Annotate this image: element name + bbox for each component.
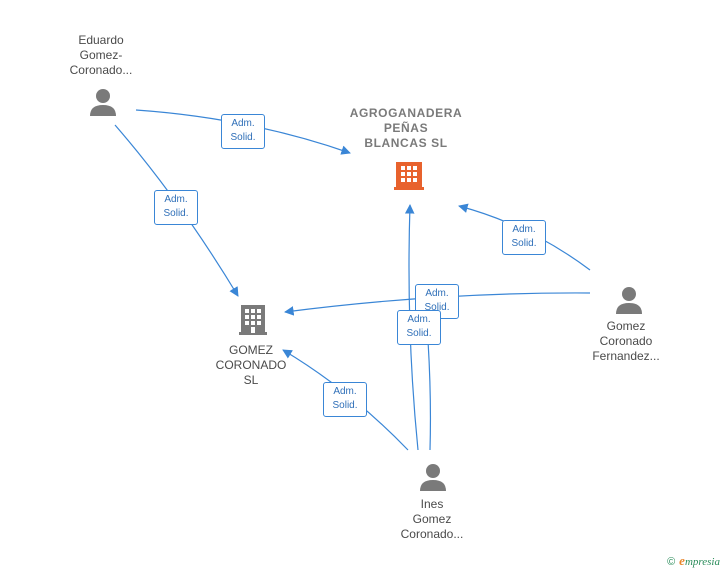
copyright-icon: © <box>667 556 676 568</box>
empresia-logo: empresia <box>679 553 720 568</box>
company-gomez-coronado-label[interactable]: GOMEZ CORONADO SL <box>215 343 287 387</box>
building-icon[interactable] <box>237 303 269 337</box>
person-gomez-fernandez-label[interactable]: Gomez Coronado Fernandez... <box>592 319 660 363</box>
company-agroganadera-label[interactable]: AGROGANADERA PEÑAS BLANCAS SL <box>349 106 463 150</box>
relation-label-gomez-fernandez-gomez-coronado[interactable]: Adm. Solid. <box>415 284 459 319</box>
building-icon[interactable] <box>393 160 425 192</box>
relation-label-gomez-fernandez-agroganadera[interactable]: Adm. Solid. <box>502 220 546 255</box>
relation-label-eduardo-gomez-coronado[interactable]: Adm. Solid. <box>154 190 198 225</box>
footer-brand: ©empresia <box>667 553 720 569</box>
relation-label-ines-gomez-coronado[interactable]: Adm. Solid. <box>323 382 367 417</box>
relation-label-eduardo-agroganadera[interactable]: Adm. Solid. <box>221 114 265 149</box>
person-icon[interactable] <box>89 87 117 117</box>
person-ines-label[interactable]: Ines Gomez Coronado... <box>400 497 464 541</box>
person-icon[interactable] <box>419 462 447 492</box>
relation-label-ines-agroganadera[interactable]: Adm. Solid. <box>397 310 441 345</box>
person-eduardo-label[interactable]: Eduardo Gomez- Coronado... <box>69 33 133 77</box>
person-icon[interactable] <box>615 285 643 315</box>
